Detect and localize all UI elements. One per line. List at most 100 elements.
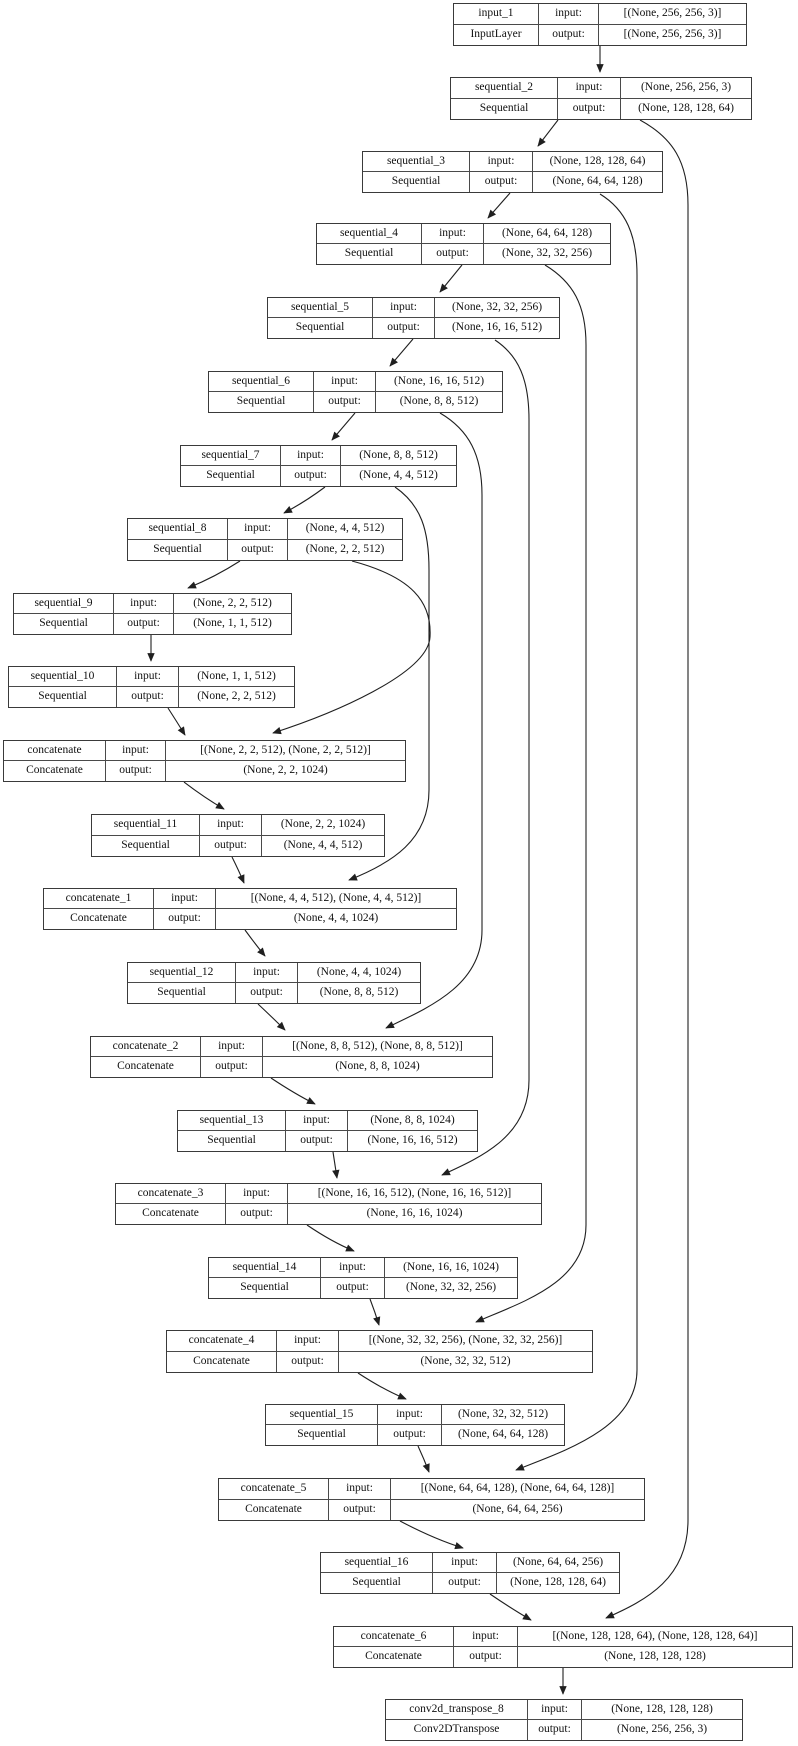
output-shape: (None, 8, 8, 1024) bbox=[335, 1060, 420, 1073]
input-shape: (None, 4, 4, 1024) bbox=[298, 963, 420, 983]
layer-name: concatenate bbox=[4, 741, 106, 761]
output-label: output: bbox=[373, 318, 435, 338]
input-shape: [(None, 16, 16, 512), (None, 16, 16, 512… bbox=[288, 1184, 541, 1204]
input-shape: (None, 2, 2, 512) bbox=[174, 594, 291, 614]
input-label: input: bbox=[277, 1331, 339, 1352]
input-shape: [(None, 128, 128, 64), (None, 128, 128, … bbox=[518, 1627, 792, 1647]
layer-name: concatenate_2 bbox=[91, 1037, 201, 1057]
edge-concatenate_5-to-sequential_16 bbox=[399, 1520, 464, 1550]
output-shape: (None, 32, 32, 256) bbox=[405, 1281, 497, 1294]
output-label: output: bbox=[154, 909, 216, 929]
edge-sequential_7-to-concatenate_1-skip bbox=[348, 486, 430, 881]
edge-sequential_2-to-sequential_3 bbox=[537, 119, 559, 147]
layer-name: concatenate_5 bbox=[219, 1479, 329, 1500]
edge-sequential_4-to-concatenate_4-skip bbox=[475, 264, 587, 1323]
output-label: output: bbox=[228, 539, 288, 560]
edge-sequential_14-to-concatenate_4 bbox=[369, 1298, 381, 1326]
input-shape: (None, 64, 64, 256) bbox=[497, 1553, 619, 1573]
edge-sequential_8-to-sequential_9 bbox=[187, 560, 241, 589]
edge-sequential_3-to-sequential_4 bbox=[487, 192, 511, 219]
edge-sequential_12-to-concatenate_2 bbox=[257, 1003, 286, 1031]
output-shape: (None, 64, 64, 128) bbox=[552, 175, 643, 188]
output-label: output: bbox=[378, 1425, 442, 1445]
input-label: input: bbox=[329, 1479, 391, 1500]
input-shape: (None, 64, 64, 128) bbox=[484, 224, 610, 244]
input-shape: (None, 128, 128, 64) bbox=[533, 152, 662, 172]
layer-name: sequential_7 bbox=[181, 446, 281, 466]
input-label: input: bbox=[422, 224, 484, 244]
output-label: output: bbox=[114, 614, 174, 634]
input-shape: [(None, 256, 256, 3)] bbox=[599, 4, 746, 25]
input-label: input: bbox=[558, 78, 621, 99]
layer-type: Concatenate bbox=[4, 761, 106, 781]
input-label: input: bbox=[201, 1037, 263, 1057]
layer-type: Sequential bbox=[9, 687, 117, 707]
layer-name: sequential_3 bbox=[363, 152, 470, 172]
layer-type: Concatenate bbox=[167, 1351, 277, 1372]
input-label: input: bbox=[236, 963, 298, 983]
edge-concatenate-to-sequential_11 bbox=[183, 781, 225, 810]
layer-type: Sequential bbox=[321, 1573, 433, 1593]
edge-sequential_5-to-sequential_6 bbox=[389, 338, 414, 367]
layer-type: Sequential bbox=[209, 392, 314, 412]
input-shape: (None, 128, 128, 128) bbox=[582, 1700, 742, 1720]
output-label: output: bbox=[226, 1204, 288, 1224]
output-shape: (None, 1, 1, 512) bbox=[193, 617, 272, 630]
layer-type: Concatenate bbox=[91, 1057, 201, 1077]
edge-sequential_7-to-sequential_8 bbox=[283, 486, 326, 514]
output-label: output: bbox=[281, 466, 341, 486]
input-shape: (None, 16, 16, 1024) bbox=[385, 1258, 517, 1278]
layer-name: sequential_2 bbox=[451, 78, 558, 99]
output-shape: (None, 4, 4, 512) bbox=[359, 469, 438, 482]
input-label: input: bbox=[373, 298, 435, 318]
layer-name: sequential_10 bbox=[9, 667, 117, 687]
input-shape: (None, 8, 8, 1024) bbox=[348, 1111, 477, 1131]
output-shape: (None, 32, 32, 512) bbox=[420, 1355, 511, 1367]
layer-name: sequential_12 bbox=[128, 963, 236, 983]
layer-name: sequential_13 bbox=[178, 1111, 286, 1131]
input-shape: [(None, 2, 2, 512), (None, 2, 2, 512)] bbox=[166, 741, 405, 761]
layer-type: Sequential bbox=[317, 244, 422, 264]
output-label: output: bbox=[454, 1647, 518, 1667]
output-shape: (None, 128, 128, 128) bbox=[604, 1650, 706, 1663]
edge-sequential_3-to-concatenate_5-skip bbox=[515, 193, 638, 1471]
output-shape: (None, 16, 16, 1024) bbox=[366, 1207, 463, 1220]
layer-name: sequential_14 bbox=[209, 1258, 321, 1278]
input-label: input: bbox=[528, 1700, 582, 1720]
input-shape: (None, 4, 4, 512) bbox=[288, 519, 402, 540]
output-label: output: bbox=[236, 983, 298, 1003]
edge-concatenate_3-to-sequential_14 bbox=[306, 1224, 355, 1252]
input-label: input: bbox=[454, 1627, 518, 1647]
output-shape: (None, 8, 8, 512) bbox=[319, 986, 399, 999]
layer-type: Sequential bbox=[14, 614, 114, 634]
output-shape: [(None, 256, 256, 3)] bbox=[623, 28, 722, 40]
input-shape: (None, 32, 32, 256) bbox=[435, 298, 559, 318]
edge-sequential_11-to-concatenate_1 bbox=[231, 856, 245, 884]
input-shape: (None, 16, 16, 512) bbox=[376, 372, 502, 392]
input-shape: [(None, 32, 32, 256), (None, 32, 32, 256… bbox=[339, 1331, 592, 1352]
input-shape: [(None, 64, 64, 128), (None, 64, 64, 128… bbox=[391, 1479, 644, 1500]
edge-sequential_13-to-concatenate_3 bbox=[332, 1151, 340, 1179]
input-label: input: bbox=[200, 815, 262, 836]
edge-sequential_4-to-sequential_5 bbox=[439, 264, 463, 293]
layer-type: Sequential bbox=[268, 318, 373, 338]
output-label: output: bbox=[106, 761, 166, 781]
layer-name: concatenate_4 bbox=[167, 1331, 277, 1352]
edge-concatenate_1-to-sequential_12 bbox=[244, 929, 266, 957]
output-shape: (None, 8, 8, 512) bbox=[399, 395, 479, 408]
layer-name: sequential_15 bbox=[266, 1405, 378, 1425]
output-shape: (None, 64, 64, 128) bbox=[457, 1428, 549, 1441]
output-label: output: bbox=[286, 1131, 348, 1151]
input-label: input: bbox=[114, 594, 174, 614]
layer-type: Concatenate bbox=[219, 1499, 329, 1520]
